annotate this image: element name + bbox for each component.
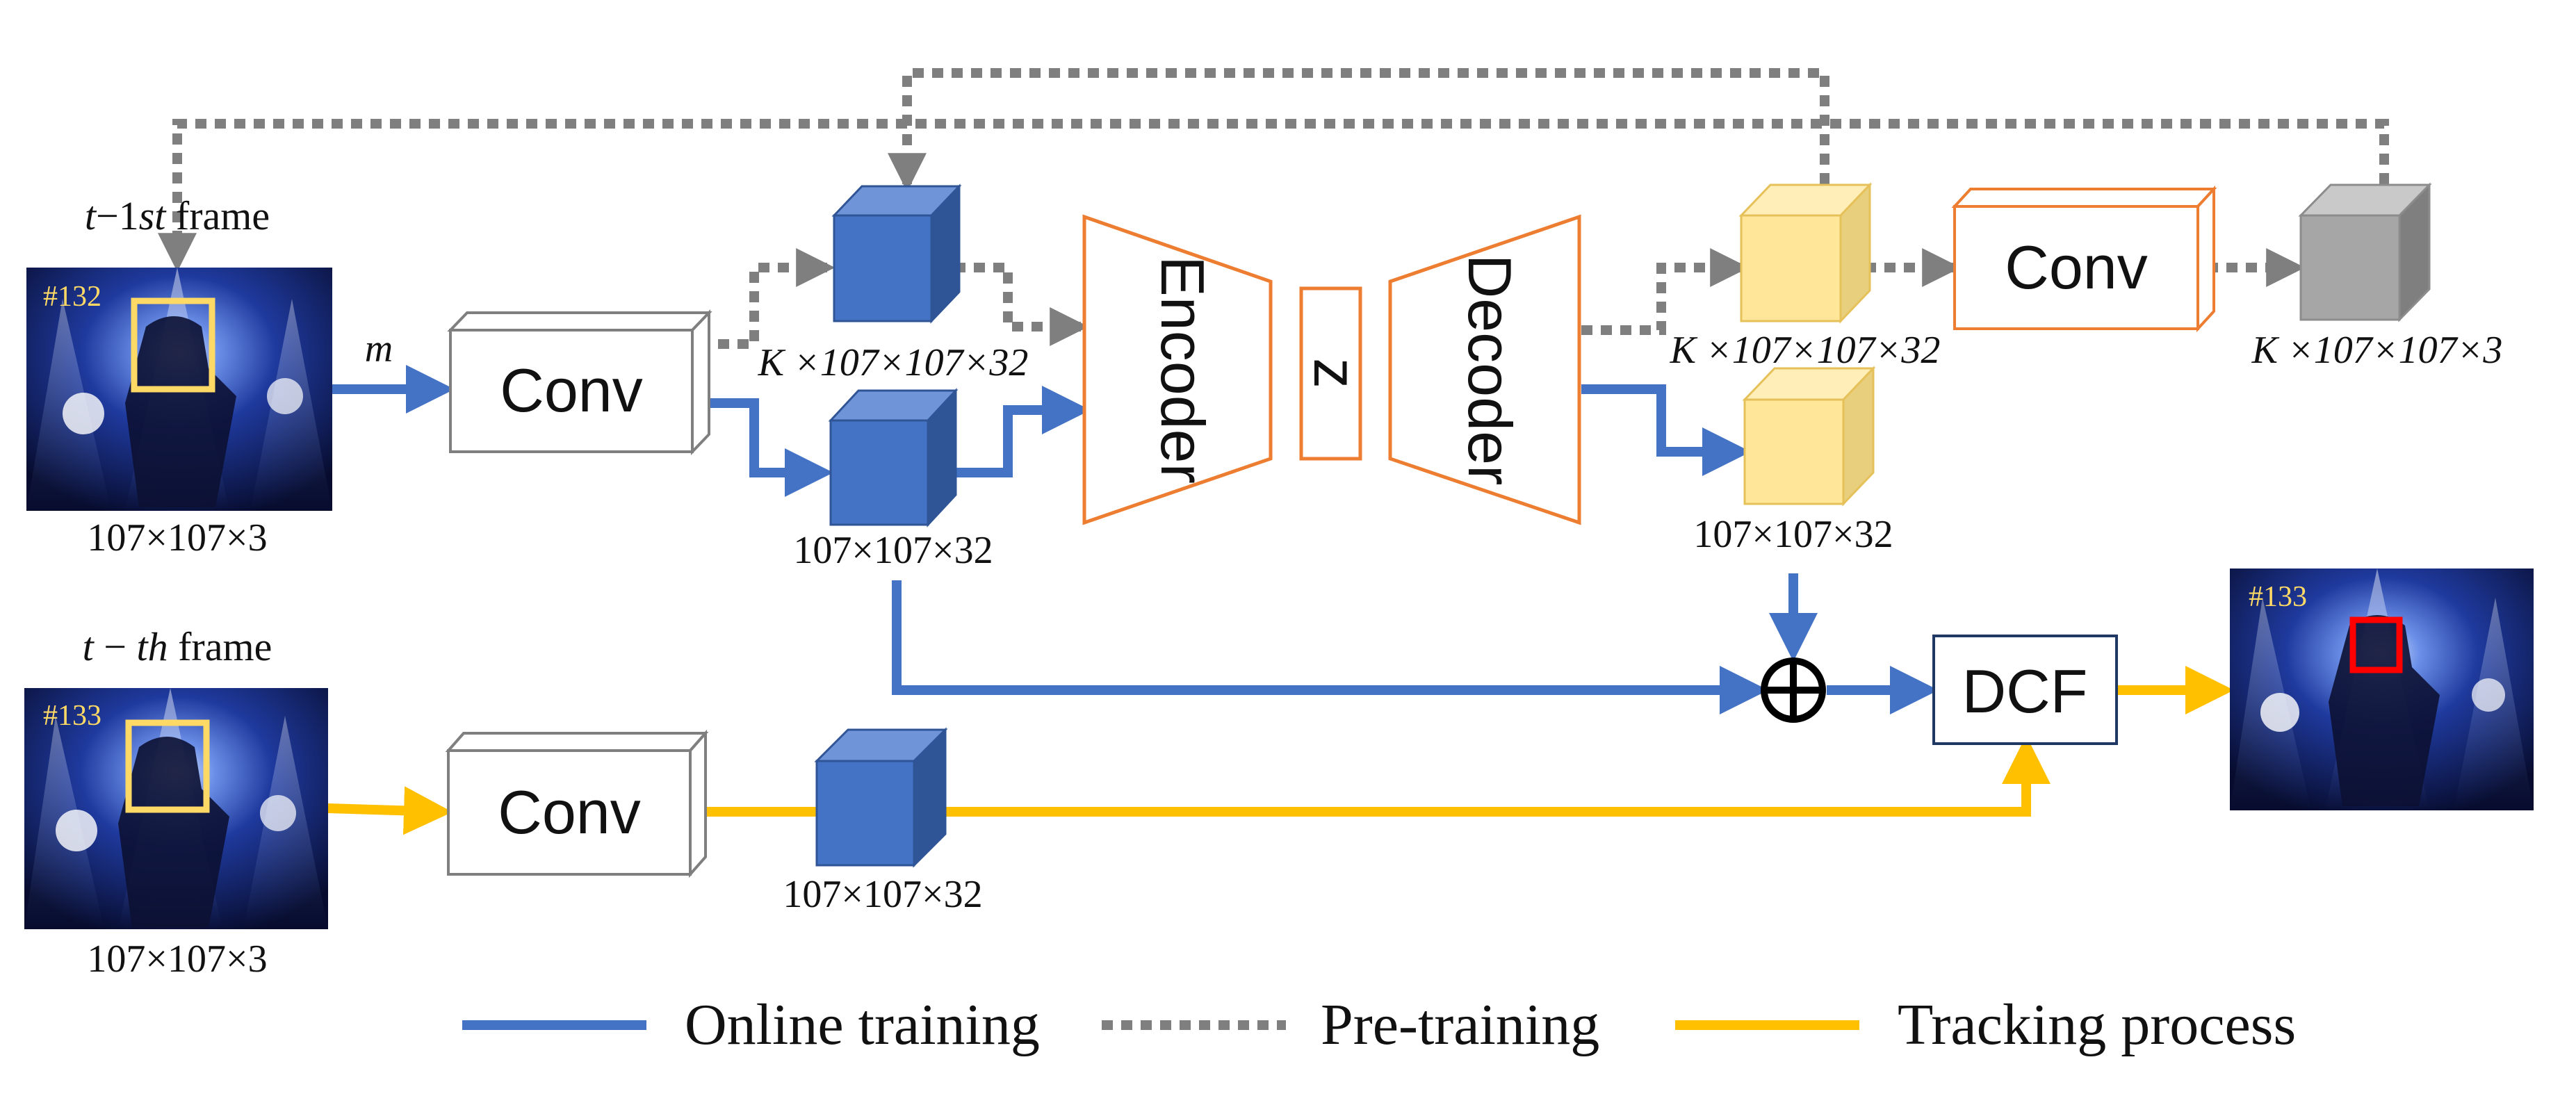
performer-silhouette xyxy=(125,316,236,507)
performer-silhouette xyxy=(2329,615,2440,806)
sum-operator xyxy=(1761,657,1826,723)
track-input-to-conv-arrow xyxy=(327,786,453,835)
encoder-block: Encoder xyxy=(1082,214,1273,525)
dcf-rect xyxy=(1932,635,2118,745)
legend-pre-label: Pre-training xyxy=(1321,992,1599,1057)
box-side-face xyxy=(689,729,707,878)
pre-feature-cube xyxy=(831,183,962,324)
tracked-target-box xyxy=(2349,616,2403,673)
box-front-face xyxy=(1953,205,2199,330)
online-feature-to-encoder-arrow xyxy=(930,386,1091,477)
cube-front xyxy=(815,760,915,867)
decoded-online-feature-cube xyxy=(1742,366,1876,507)
target-box xyxy=(125,719,210,813)
legend: Online training Pre-training Tracking pr… xyxy=(462,992,2296,1057)
decoded-pre-feature-cube xyxy=(1738,182,1873,324)
box-front-face xyxy=(449,329,694,453)
online-feature-skip-arrow xyxy=(892,580,1768,714)
target-box xyxy=(131,297,215,393)
online-conv-to-feature-arrow xyxy=(709,398,833,497)
decoded-pre-feature-size: K ×107×107×32 xyxy=(1670,329,1941,372)
decoded-online-feature-size: 107×107×32 xyxy=(1693,513,1893,556)
performer-silhouette xyxy=(118,737,229,928)
decoder-label: Decoder xyxy=(1456,254,1524,486)
box-side-face xyxy=(2196,185,2215,333)
latent-label: z xyxy=(1301,358,1370,388)
decoder-shape xyxy=(1388,214,1581,525)
frame-number: #133 xyxy=(43,700,101,732)
dcf-block: DCF xyxy=(1932,635,2118,745)
conv-top-block: Conv xyxy=(447,309,712,455)
mask-label: m xyxy=(365,327,393,370)
cube-front xyxy=(1740,214,1842,322)
cube-front xyxy=(1743,398,1845,505)
online-feature-cube xyxy=(828,388,959,527)
pretrain-feature-to-encoder-arrow xyxy=(935,263,1089,346)
legend-online-label: Online training xyxy=(685,992,1040,1057)
frame-prev: #132 xyxy=(26,268,332,511)
output-frame: #133 xyxy=(2230,569,2534,810)
frame-number: #133 xyxy=(2249,581,2307,613)
pretrain-loop-to-feature-arrow xyxy=(888,68,1829,193)
pretrain-conv-to-feature-arrow xyxy=(699,248,835,349)
spotlight xyxy=(63,393,104,434)
frame-prev-caption: t−1st frame xyxy=(85,193,270,238)
online-decoder-to-feature-arrow xyxy=(1581,384,1751,476)
online-flows xyxy=(332,365,1939,714)
spotlight xyxy=(260,795,296,831)
pre-feature-size: K ×107×107×32 xyxy=(758,341,1029,384)
conv-top-label: Conv xyxy=(500,356,642,425)
spotlight xyxy=(56,810,97,851)
pretrain-decoder-to-feature-arrow xyxy=(1581,248,1750,335)
box-top-face xyxy=(445,732,709,752)
conv-bottom-label: Conv xyxy=(498,778,640,846)
cube-front xyxy=(833,214,933,322)
box-top-face xyxy=(1951,188,2217,208)
frame-prev-size: 107×107×3 xyxy=(87,516,267,559)
pretrain-loop-to-input-arrow xyxy=(158,119,2389,272)
spotlight xyxy=(267,378,303,414)
encoder-shape xyxy=(1082,214,1273,525)
box-top-face xyxy=(447,311,712,332)
latent-rect xyxy=(1299,286,1362,461)
spotlight xyxy=(2472,678,2505,712)
encoder-label: Encoder xyxy=(1148,256,1217,484)
cube-front xyxy=(829,419,929,526)
online-feature-size: 107×107×32 xyxy=(793,529,993,572)
track-feature-size: 107×107×32 xyxy=(783,873,982,916)
pretraining-flows xyxy=(158,68,2389,349)
rgb-output-cube xyxy=(2298,182,2432,322)
box-front-face xyxy=(447,749,692,876)
legend-tracking-label: Tracking process xyxy=(1898,992,2296,1057)
rgb-output-size: K ×107×107×3 xyxy=(2251,329,2503,372)
frame-curr: #133 xyxy=(24,688,328,929)
track-feature-to-dcf-arrow xyxy=(945,735,2051,817)
conv-bottom-block: Conv xyxy=(445,729,709,878)
box-side-face xyxy=(691,309,710,455)
conv-right-label: Conv xyxy=(2005,233,2147,302)
frame-curr-caption: t − th frame xyxy=(83,624,272,669)
cube-front xyxy=(2299,214,2401,321)
tracking-flows xyxy=(327,666,2234,835)
track-feature-cube xyxy=(814,727,948,868)
latent-block: z xyxy=(1299,286,1370,461)
spotlight xyxy=(2260,693,2299,732)
decoder-block: Decoder xyxy=(1388,214,1581,525)
frame-number: #132 xyxy=(43,281,101,313)
dcf-label: DCF xyxy=(1962,657,2088,726)
frame-curr-size: 107×107×3 xyxy=(87,938,267,981)
conv-right-block: Conv xyxy=(1951,185,2217,333)
